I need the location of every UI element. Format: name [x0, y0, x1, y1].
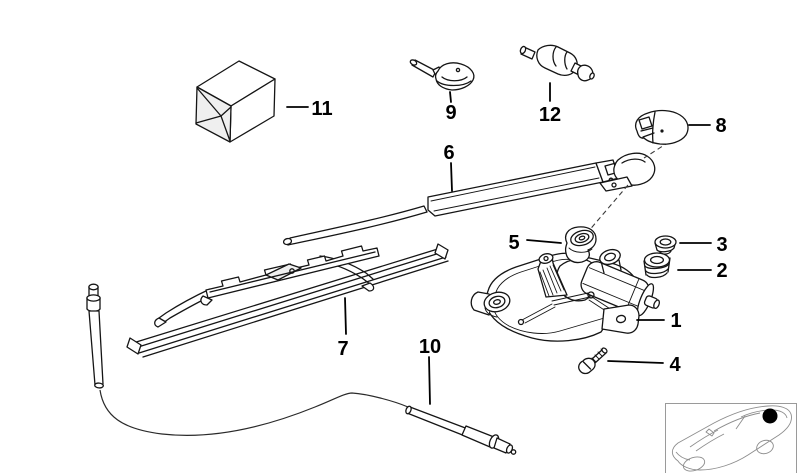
- callout-11[interactable]: 11: [311, 98, 332, 120]
- packet-box: [195, 60, 276, 143]
- rear-wiper-location-marker: [762, 408, 778, 424]
- washer-hose-curve: [99, 389, 409, 437]
- shaft-grommet: [564, 226, 597, 264]
- callout-3[interactable]: 3: [716, 234, 727, 256]
- callout-1[interactable]: 1: [670, 310, 681, 332]
- assembly-dash-arm-to-grommet: [586, 184, 629, 234]
- callout-8[interactable]: 8: [715, 115, 726, 137]
- leader-line-5: [526, 239, 562, 244]
- callout-7[interactable]: 7: [337, 338, 348, 360]
- leader-line-9: [449, 91, 452, 103]
- callout-9[interactable]: 9: [445, 102, 456, 124]
- callout-4[interactable]: 4: [669, 354, 681, 376]
- leader-line-7: [344, 297, 347, 335]
- check-valve: [519, 44, 595, 82]
- callout-12[interactable]: 12: [539, 104, 561, 126]
- wiper-arm: [282, 152, 656, 246]
- rubber-mount-large: [643, 252, 671, 279]
- leader-line-10: [428, 356, 431, 405]
- callout-6[interactable]: 6: [443, 142, 454, 164]
- rubber-mount-small: [654, 235, 677, 255]
- fastening-screw: [578, 347, 608, 375]
- hose-end-connector: [405, 405, 517, 455]
- leader-line-4: [607, 360, 664, 364]
- car-locator: [665, 403, 797, 473]
- wiper-blade: [126, 243, 449, 358]
- callout-10[interactable]: 10: [419, 336, 441, 358]
- wiper-motor-assembly: [470, 248, 661, 342]
- washer-jet-nozzle: [409, 59, 475, 91]
- callout-labels: 1 2 3 4 5 6 7 8 9 10 11 12: [311, 98, 727, 376]
- car-outline: [671, 405, 792, 472]
- washer-standpipe: [86, 283, 104, 389]
- callout-2[interactable]: 2: [716, 260, 727, 282]
- callout-5[interactable]: 5: [508, 232, 519, 254]
- arm-cover-cap: [634, 109, 689, 145]
- leader-line-6: [450, 162, 453, 192]
- leader-lines: [286, 82, 712, 405]
